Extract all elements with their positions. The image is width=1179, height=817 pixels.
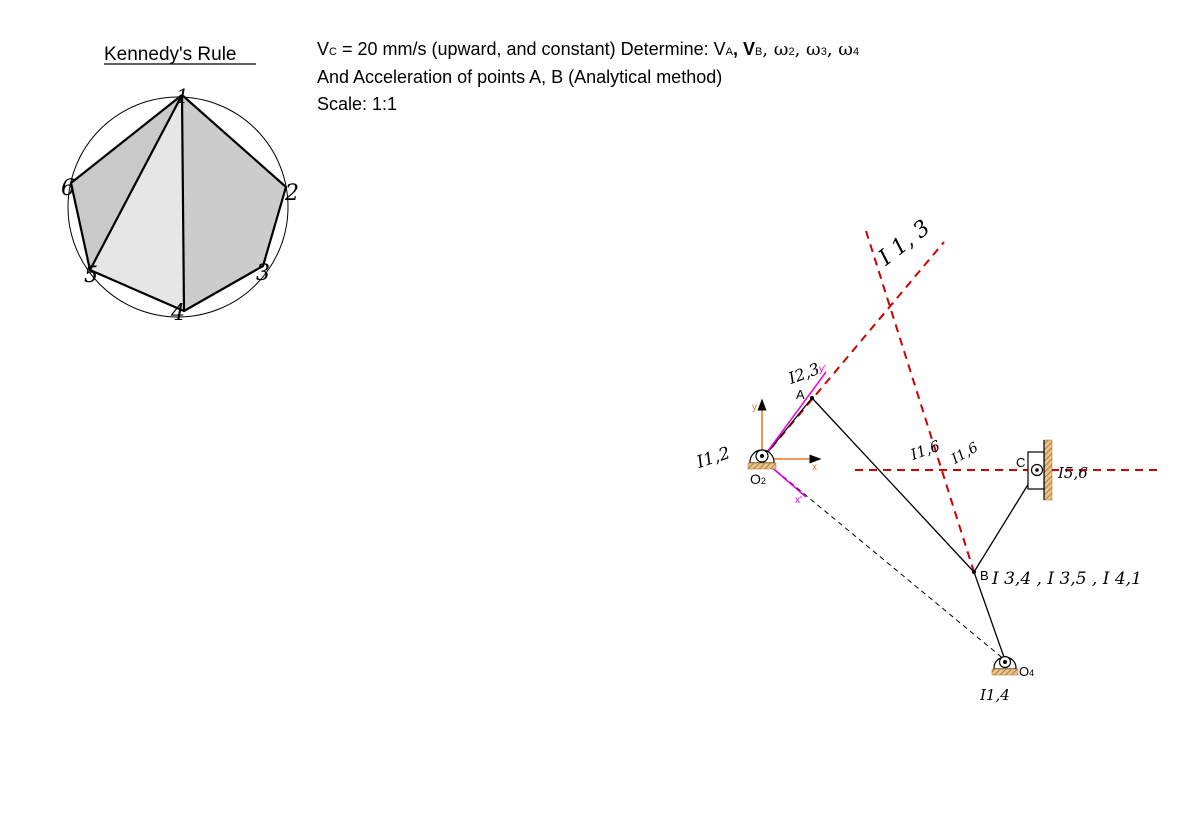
axis-x-prime-label: x'	[795, 495, 802, 506]
polygon-vertex-2: 2	[284, 181, 299, 206]
annotation-b-centers: I 3,4 , I 3,5 , I 4,1	[991, 569, 1142, 589]
joint-b	[972, 570, 976, 574]
polygon-face-center	[90, 95, 184, 311]
line-bo4-extension	[865, 230, 975, 573]
axis-x-label: x	[812, 462, 817, 473]
label-o4: O4	[1019, 664, 1034, 679]
problem-line-2: And Acceleration of points A, B (Analyti…	[317, 67, 722, 87]
polygon-vertex-5: 5	[84, 263, 98, 288]
label-a: A	[796, 387, 805, 402]
polygon-vertex-6: 6	[61, 176, 75, 201]
slider-c	[1027, 439, 1053, 501]
label-c: C	[1016, 455, 1025, 470]
kennedy-polygon: 1 2 3 4 5 6	[61, 84, 299, 326]
polygon-face-left	[71, 95, 182, 270]
axis-y-prime-label: y'	[819, 364, 826, 375]
annotation-i16b: I1,6	[948, 440, 981, 468]
annotation-i12: I1,2	[693, 443, 732, 473]
kennedy-rule-title: Kennedy's Rule	[104, 44, 237, 65]
polygon-face-right	[182, 95, 286, 311]
problem-line-3: Scale: 1:1	[317, 94, 397, 114]
line-o2-o4	[761, 458, 1006, 661]
axis-y-label: y	[752, 402, 757, 413]
annotation-i16a: I1,6	[907, 437, 943, 465]
joint-a	[810, 396, 814, 400]
label-o2: O2	[750, 471, 766, 487]
polygon-vertex-1: 1	[176, 84, 189, 108]
polygon-diagonal-1-4	[180, 94, 186, 312]
link-b-o4	[973, 571, 1006, 661]
link-b-c	[973, 469, 1038, 573]
label-b: B	[980, 568, 989, 583]
polygon-vertex-4: 4	[170, 301, 185, 326]
ground-pivot-o2	[747, 449, 777, 470]
annotation-i14: I1,4	[979, 686, 1010, 704]
link-a-b	[811, 397, 975, 573]
problem-line-1: VC = 20 mm/s (upward, and constant) Dete…	[317, 39, 859, 60]
axis-y-prime	[761, 371, 827, 460]
polygon-diagonal-1-5	[89, 94, 183, 271]
mechanism: y x y' x' O2 O4	[693, 216, 1162, 704]
annotation-i56: I5,6	[1057, 464, 1088, 482]
ground-pivot-o4	[991, 655, 1019, 676]
polygon-vertex-3: 3	[256, 261, 270, 286]
